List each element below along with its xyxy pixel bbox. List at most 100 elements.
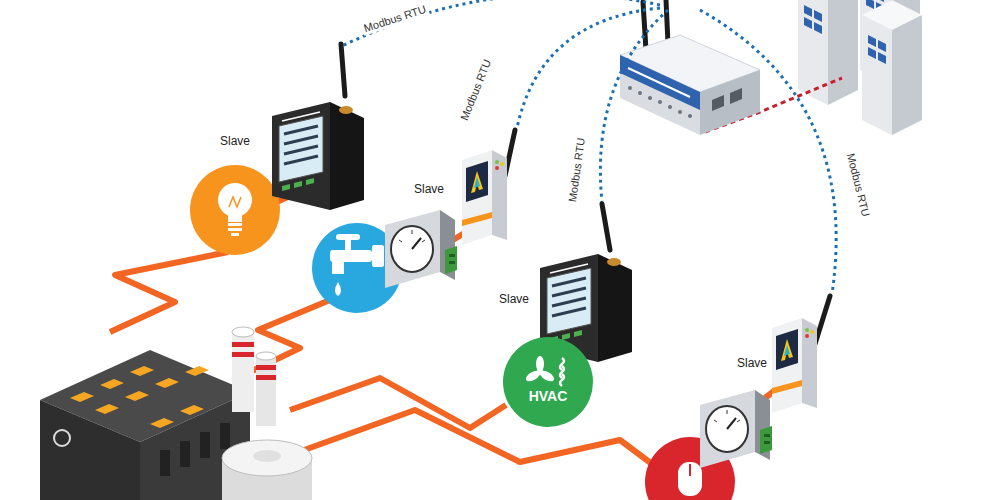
factory: [256, 365, 276, 370]
air-wave: [560, 374, 564, 386]
power-meter: [272, 102, 364, 210]
slave-tag: Slave: [497, 291, 531, 307]
factory: [155, 378, 179, 388]
gateway-device: [712, 95, 724, 111]
fan-blade: [538, 369, 556, 384]
radio-link: [342, 0, 836, 294]
factory: [180, 405, 204, 415]
gateway-device: [620, 0, 760, 135]
factory: [40, 327, 312, 500]
factory: [232, 327, 254, 337]
node-text: Slave: [218, 133, 252, 149]
factory: [256, 352, 276, 360]
gateway-device: [658, 100, 662, 104]
flow-meter: [700, 390, 772, 468]
power-meter: [602, 204, 610, 250]
slave-tag: Slave: [735, 355, 769, 371]
server-rack: [798, 0, 858, 105]
lighting-icon: [228, 212, 242, 222]
radio-link: [342, 0, 660, 46]
radio-link: [600, 10, 668, 202]
factory: [253, 450, 281, 462]
factory: [232, 342, 254, 347]
factory: [150, 418, 174, 428]
lighting-icon: [228, 228, 242, 231]
gateway-device: [628, 68, 690, 97]
water-meter: [385, 210, 457, 288]
gateway-device: [628, 86, 632, 90]
alarm-icon: [678, 462, 702, 496]
factory: [232, 352, 254, 357]
factory: [70, 392, 94, 402]
power-meter: [272, 44, 364, 210]
gateway-device: [666, 0, 668, 44]
wireless-adapter: [772, 318, 817, 413]
factory: [222, 440, 312, 476]
node-text: Slave: [735, 355, 769, 371]
factory: [232, 332, 254, 412]
hvac-circle: HVAC: [503, 337, 593, 427]
radio-link: [700, 10, 836, 294]
gateway-device: [678, 110, 682, 114]
slave-tag: Slave: [218, 133, 252, 149]
utility-line: [290, 378, 506, 428]
gateway-device: [668, 105, 672, 109]
factory: [130, 366, 154, 376]
factory: [95, 404, 119, 414]
node-text: HVAC: [503, 388, 593, 404]
wireless-adapter: [815, 296, 830, 344]
lighting-icon: [228, 223, 242, 226]
lighting-icon: [218, 183, 252, 217]
gateway-device: [688, 114, 692, 118]
circle-fill: [503, 337, 593, 427]
factory: [125, 391, 149, 401]
factory: [54, 430, 70, 446]
gateway-device: [700, 70, 760, 135]
lighting-icon: [231, 233, 239, 236]
factory: [200, 432, 210, 458]
protocol-label: Modbus RTU: [566, 135, 588, 205]
factory: [185, 366, 209, 376]
fan-icon: [524, 356, 564, 386]
fan-blade: [536, 356, 544, 372]
water-icon: [330, 250, 372, 262]
node-text: Slave: [412, 181, 446, 197]
gateway-device: [648, 96, 652, 100]
radio-link: [517, 8, 660, 128]
factory: [180, 441, 190, 467]
wireless-adapter: [462, 130, 515, 245]
factory: [100, 379, 124, 389]
fan-blade: [524, 369, 542, 384]
utility-line: [282, 410, 660, 470]
wireless-adapter: [462, 150, 507, 245]
factory: [40, 400, 140, 500]
water-icon: [332, 262, 344, 274]
gateway-device: [638, 91, 642, 95]
water-icon: [372, 245, 384, 267]
water-icon: [336, 234, 360, 240]
alarm-icon: [689, 464, 691, 476]
flow-meter: [700, 390, 772, 468]
factory: [256, 375, 276, 380]
server-rack: [798, 0, 922, 135]
lighting-icon: [229, 197, 241, 207]
circle-outline: [503, 337, 593, 427]
water-icon: [335, 282, 341, 296]
server-rack: [862, 0, 922, 135]
lighting-icon: [190, 165, 280, 255]
utility-line: [110, 252, 228, 332]
gateway-device: [620, 55, 700, 110]
protocol-label: Modbus RTU: [457, 56, 495, 124]
protocol-label: Modbus RTU: [843, 150, 872, 220]
water-meter: [385, 210, 457, 288]
power-meter: [341, 44, 345, 96]
factory: [160, 450, 170, 476]
gateway-device: [620, 55, 700, 135]
factory: [256, 356, 276, 426]
lighting-icon: [190, 165, 280, 255]
protocol-label: Modbus RTU: [360, 2, 429, 36]
gateway-device: [730, 88, 742, 104]
